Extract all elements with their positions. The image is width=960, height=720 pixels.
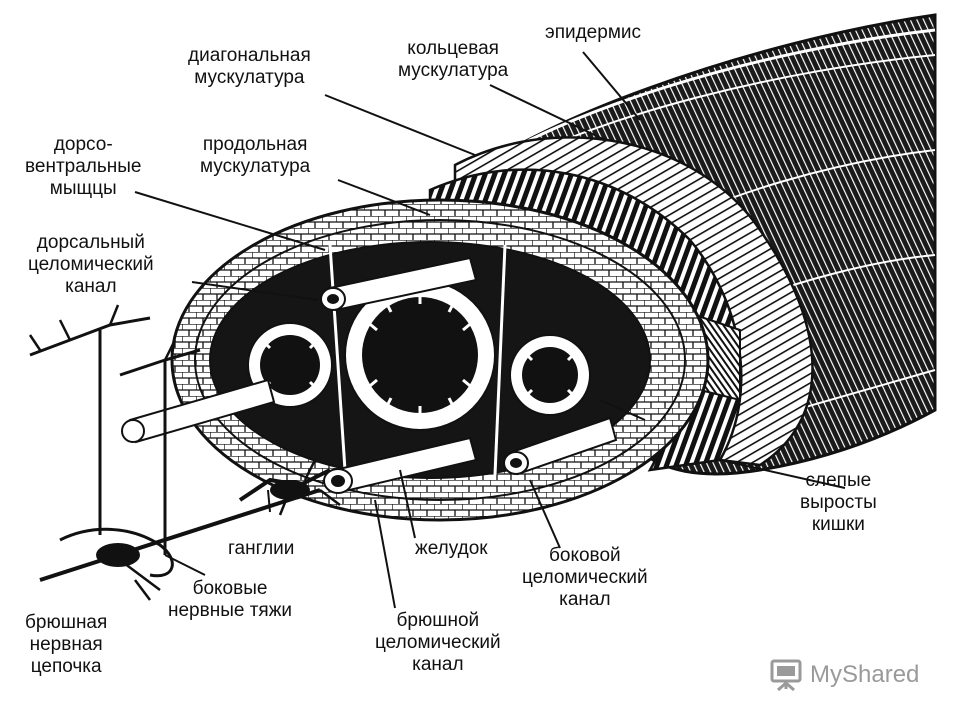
- label-dorsal-coelomic-canal: дорсальный целомический канал: [28, 232, 154, 297]
- label-dorsoventral-muscles: дорсо- вентральные мыщцы: [25, 134, 142, 199]
- label-epidermis: эпидермис: [545, 22, 641, 43]
- lateral-coelomic-canal-tube: [503, 416, 618, 476]
- label-diagonal-muscles: диагональная мускулатура: [188, 45, 311, 88]
- label-intestinal-caeca: слепые выросты кишки: [800, 470, 877, 535]
- nervous-system: [28, 304, 341, 601]
- ventral-coelomic-canal-tube: [323, 436, 478, 494]
- cross-section: [121, 198, 710, 522]
- presentation-board-icon: [770, 659, 802, 692]
- label-lateral-nerve-cords: боковые нервные тяжи: [168, 578, 293, 621]
- label-longitudinal-muscles: продольная мускулатура: [200, 134, 311, 177]
- label-circular-muscles: кольцевая мускулатура: [398, 38, 509, 81]
- label-lateral-coelomic-canal: боковой целомический канал: [522, 545, 648, 610]
- right-intestinal-caecum: [509, 334, 591, 416]
- label-ventral-coelomic-canal: брюшной целомический канал: [375, 610, 501, 675]
- watermark: MyShared: [768, 655, 928, 695]
- label-ganglia: ганглии: [228, 538, 295, 559]
- label-ventral-nerve-chain: брюшная нервная цепочка: [25, 612, 108, 677]
- watermark-text: MyShared: [810, 661, 920, 688]
- dorsal-coelomic-canal-tube: [320, 256, 478, 312]
- ganglia-nodes: [96, 480, 310, 567]
- leader-lines: [134, 51, 846, 609]
- label-stomach: желудок: [415, 538, 488, 559]
- stomach-section: [344, 279, 496, 431]
